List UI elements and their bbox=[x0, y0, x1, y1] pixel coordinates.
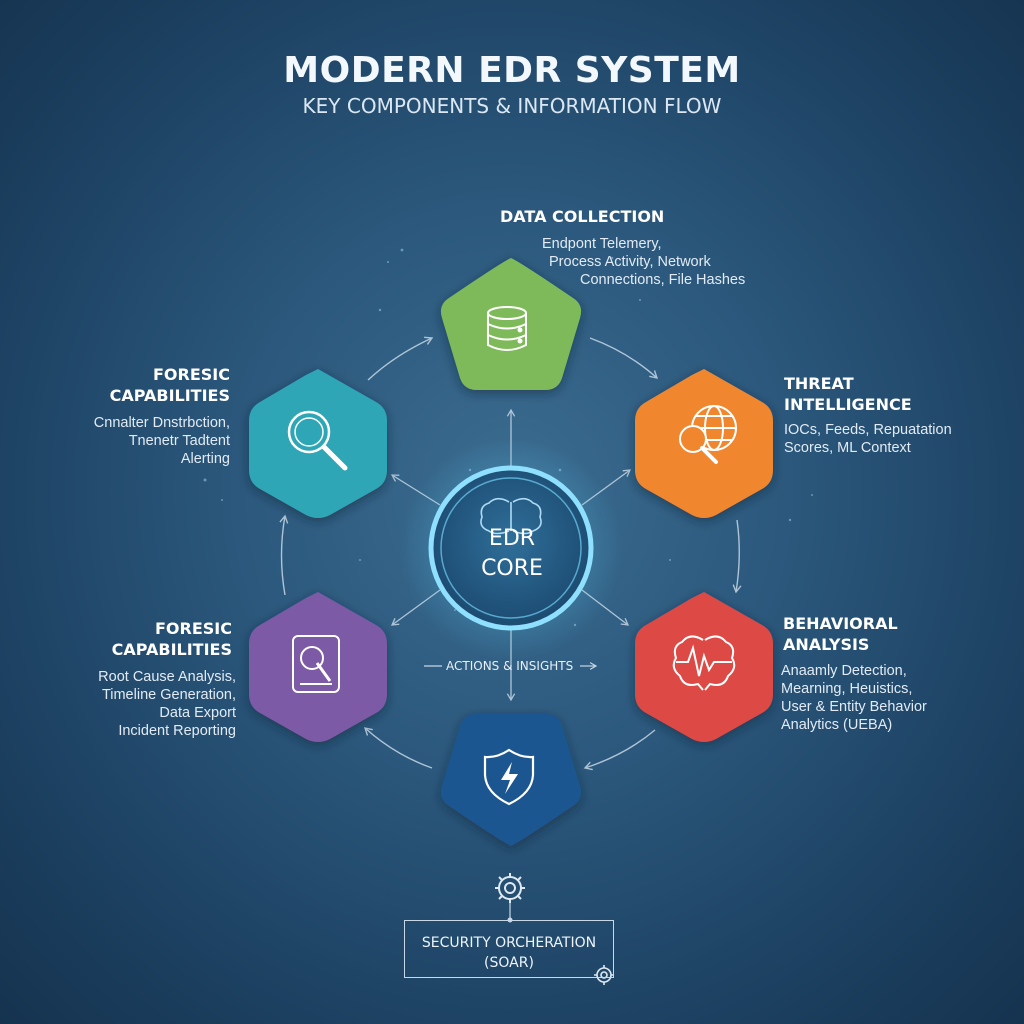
behavioral-analysis-desc-line: Anaamly Detection, bbox=[781, 663, 907, 679]
behavioral-analysis-shape bbox=[635, 592, 773, 742]
small-gear-icon bbox=[594, 965, 614, 985]
forensic-upper-title: FORESIC CAPABILITIES bbox=[60, 364, 230, 406]
arrow-threat-to-behavioral bbox=[732, 519, 742, 594]
arrow-forensic-lower-to-upper bbox=[279, 514, 289, 596]
edr-core[interactable] bbox=[399, 436, 623, 660]
behavioral-analysis-desc-line: Analytics (UEBA) bbox=[781, 717, 893, 733]
forensic-lower-title: FORESIC CAPABILITIES bbox=[62, 618, 232, 660]
page-subtitle: KEY COMPONENTS & INFORMATION FLOW bbox=[302, 94, 722, 118]
data-collection-desc-line: Connections, File Hashes bbox=[580, 272, 746, 288]
page-title: MODERN EDR SYSTEM bbox=[283, 50, 741, 91]
arrow-datacollection-to-threat bbox=[589, 337, 659, 379]
forensic-upper-title-line: FORESIC bbox=[153, 365, 230, 384]
behavioral-analysis-desc-line: User & Entity Behavior bbox=[781, 699, 927, 715]
node-threat-intelligence[interactable] bbox=[635, 369, 773, 518]
data-collection-shape bbox=[440, 258, 582, 390]
brain-icon bbox=[480, 497, 542, 535]
forensic-lower-desc-line: Timeline Generation, bbox=[101, 687, 236, 703]
core-label-line1: EDR bbox=[488, 526, 536, 551]
arrow-behavioral-to-response bbox=[583, 729, 656, 771]
behavioral-analysis-desc: Anaamly Detection, Mearning, Heuistics, … bbox=[781, 662, 927, 734]
forensic-upper-desc-line: Tnenetr Tadtent bbox=[128, 433, 230, 449]
shield-bolt-icon bbox=[483, 748, 535, 806]
flow-arrows bbox=[279, 336, 742, 771]
data-collection-desc-line: Process Activity, Network bbox=[549, 254, 711, 270]
actions-insights-label: ACTIONS & INSIGHTS bbox=[446, 659, 574, 673]
behavioral-analysis-title: BEHAVIORAL ANALYSIS bbox=[783, 613, 898, 655]
node-response[interactable] bbox=[440, 714, 582, 846]
behavioral-analysis-title-line: ANALYSIS bbox=[783, 635, 870, 654]
threat-intelligence-desc-line: Scores, ML Context bbox=[784, 440, 911, 456]
forensic-upper-desc-line: Alerting bbox=[180, 451, 230, 467]
threat-intelligence-title: THREAT INTELLIGENCE bbox=[784, 373, 912, 415]
soar-label-line1: SECURITY ORCHERATION bbox=[421, 935, 597, 951]
data-collection-desc-line: Endpont Telemery, bbox=[542, 236, 662, 252]
behavioral-analysis-desc-line: Mearning, Heuistics, bbox=[781, 681, 913, 697]
data-collection-title: DATA COLLECTION bbox=[500, 207, 665, 226]
hard-drive-icon bbox=[292, 635, 340, 693]
forensic-lower-desc-line: Data Export bbox=[159, 705, 236, 721]
soar-box[interactable]: SECURITY ORCHERATION (SOAR) bbox=[404, 920, 614, 978]
forensic-lower-desc: Root Cause Analysis, Timeline Generation… bbox=[40, 668, 236, 740]
magnifier-icon bbox=[287, 410, 348, 471]
behavioral-analysis-title-line: BEHAVIORAL bbox=[783, 614, 898, 633]
node-data-collection[interactable] bbox=[440, 258, 582, 390]
threat-intelligence-desc: IOCs, Feeds, Repuatation Scores, ML Cont… bbox=[784, 421, 952, 457]
brain-waveform-icon bbox=[672, 635, 736, 691]
data-collection-desc: Endpont Telemery, Process Activity, Netw… bbox=[542, 235, 745, 289]
threat-intelligence-desc-line: IOCs, Feeds, Repuatation bbox=[784, 422, 952, 438]
forensic-lower-desc-line: Incident Reporting bbox=[118, 723, 236, 739]
threat-intelligence-title-line: INTELLIGENCE bbox=[784, 395, 912, 414]
node-forensic-capabilities-lower[interactable] bbox=[249, 592, 387, 742]
soar-connector bbox=[495, 873, 614, 985]
arrow-upperleft-to-datacollection bbox=[367, 336, 434, 381]
gear-icon bbox=[495, 873, 525, 903]
forensic-lower-desc-line: Root Cause Analysis, bbox=[98, 669, 236, 685]
core-label: EDR CORE bbox=[432, 524, 592, 584]
database-icon bbox=[487, 306, 527, 351]
node-behavioral-analysis[interactable] bbox=[635, 592, 773, 742]
forensic-lower-title-line: CAPABILITIES bbox=[111, 640, 232, 659]
forensic-upper-title-line: CAPABILITIES bbox=[109, 386, 230, 405]
core-label-line2: CORE bbox=[481, 556, 543, 581]
forensic-upper-desc-line: Cnnalter Dnstrbction, bbox=[93, 415, 230, 431]
arrow-response-to-forensic-lower bbox=[363, 727, 433, 769]
node-forensic-capabilities-upper[interactable] bbox=[249, 369, 387, 518]
soar-label-line2: (SOAR) bbox=[484, 955, 534, 971]
forensic-lower-title-line: FORESIC bbox=[155, 619, 232, 638]
threat-intelligence-title-line: THREAT bbox=[784, 374, 854, 393]
forensic-upper-desc: Cnnalter Dnstrbction, Tnenetr Tadtent Al… bbox=[40, 414, 230, 468]
globe-search-icon bbox=[679, 405, 737, 464]
